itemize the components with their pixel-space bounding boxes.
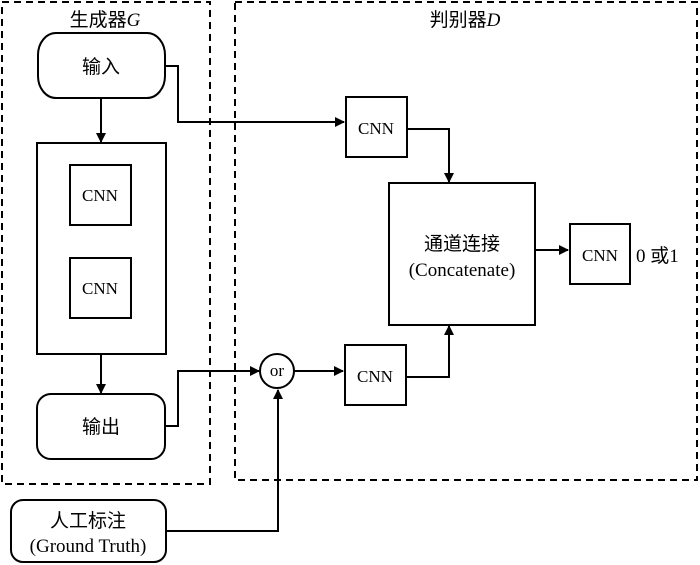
generator-cnn-2 [69, 257, 132, 319]
output-label: 输出 [82, 416, 120, 438]
result-label: 0 或1 [636, 245, 679, 267]
concatenate-label-zh: 通道连接 [424, 233, 500, 255]
generator-cnn-2-label: CNN [82, 279, 118, 298]
concatenate-label-en: (Concatenate) [409, 260, 516, 281]
discriminator-bottom-cnn [344, 344, 407, 406]
discriminator-top-cnn [345, 96, 408, 158]
discriminator-top-cnn-label: CNN [358, 119, 394, 138]
discriminator-title: 判别器D [430, 9, 501, 31]
generator-cnn-1-label: CNN [82, 186, 118, 205]
discriminator-bottom-cnn-label: CNN [357, 367, 393, 386]
arrow-bottom-cnn-to-concat [406, 325, 454, 378]
ground-truth-label-en: (Ground Truth) [30, 536, 147, 557]
generator-group-border [1, 1, 211, 485]
ground-truth-label-zh: 人工标注 [50, 510, 126, 532]
input-label: 输入 [82, 56, 120, 78]
arrow-ground-truth-to-or [166, 389, 283, 532]
discriminator-final-cnn [569, 223, 631, 285]
generator-title: 生成器G [70, 9, 141, 31]
discriminator-final-cnn-label: CNN [582, 246, 618, 265]
discriminator-group-border [234, 1, 698, 481]
concatenate-node [388, 182, 536, 326]
or-label: or [270, 361, 285, 380]
arrow-output-to-or [165, 366, 260, 427]
arrow-input-to-top-cnn [165, 65, 345, 127]
arrow-top-cnn-to-concat [407, 128, 454, 183]
generator-cnn-1 [69, 164, 132, 226]
